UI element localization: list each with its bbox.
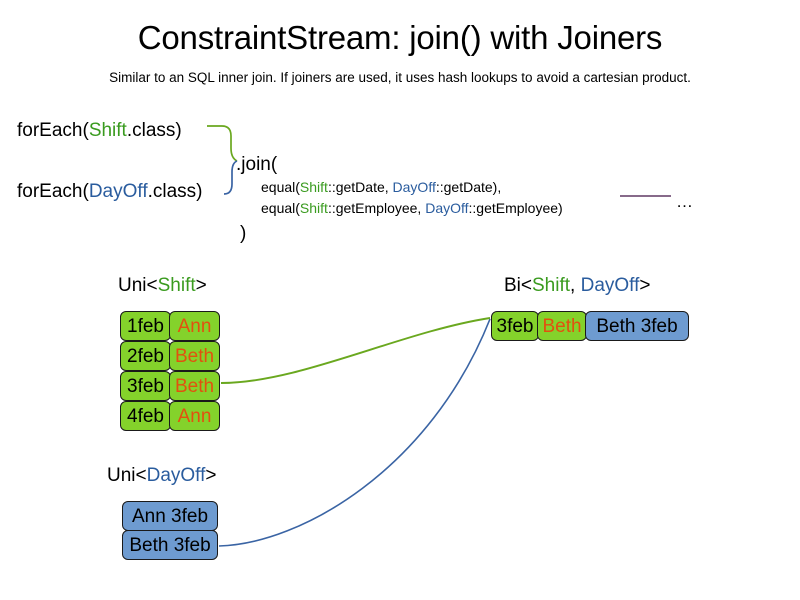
joiner-employee-right-type: DayOff [425, 200, 469, 216]
bi-row-date: 3feb [491, 311, 539, 341]
connector-dayoff-row-to-bi [218, 318, 491, 547]
shift-row-date: 4feb [120, 401, 171, 431]
page-title: ConstraintStream: join() with Joiners [137, 19, 663, 56]
code-line-joiner-employee: equal(Shift::getEmployee, DayOff::getEmp… [261, 201, 563, 215]
dayoff-row-value: Ann 3feb [122, 501, 218, 531]
joiner-employee-left-type: Shift [299, 200, 328, 216]
uni-shift-label: Uni<Shift> [118, 276, 207, 295]
joiner-date-left-ref: ::getDate, [327, 179, 393, 195]
table-row[interactable]: 3feb Beth [120, 371, 220, 401]
joiner-employee-left-ref: ::getEmployee, [327, 200, 426, 216]
bi-label: Bi<Shift, DayOff> [504, 276, 650, 295]
shift-row-employee: Ann [169, 401, 220, 431]
foreach-shift-prefix: forEach( [17, 120, 89, 141]
bi-row-dayoff: Beth 3feb [585, 311, 689, 341]
table-row[interactable]: 4feb Ann [120, 401, 220, 431]
shift-row-employee: Beth [169, 371, 220, 401]
ellipsis-label: … [676, 192, 693, 211]
code-line-foreach-dayoff: forEach(DayOff.class) [17, 182, 203, 201]
connector-shift-to-join [207, 125, 238, 162]
code-line-foreach-shift: forEach(Shift.class) [17, 121, 182, 140]
joiner-employee-call-open: equal( [261, 200, 300, 216]
table-row[interactable]: Ann 3feb [122, 501, 218, 531]
uni-dayoff-label-type: DayOff [146, 465, 206, 486]
joiner-date-right-type: DayOff [392, 179, 436, 195]
bi-row-employee: Beth [537, 311, 587, 341]
connector-shift-row-to-bi [220, 317, 491, 384]
bi-label-type-a: Shift [532, 275, 571, 296]
shift-row-employee: Ann [169, 311, 220, 341]
bi-label-suffix: > [639, 275, 651, 296]
uni-shift-label-type: Shift [157, 275, 196, 296]
foreach-shift-suffix: .class) [126, 120, 182, 141]
bi-label-type-b: DayOff [580, 275, 640, 296]
table-row[interactable]: 1feb Ann [120, 311, 220, 341]
joiner-employee-right-ref: ::getEmployee) [468, 200, 563, 216]
joiner-date-left-type: Shift [299, 179, 328, 195]
dayoff-row-value: Beth 3feb [122, 530, 218, 560]
foreach-shift-type: Shift [88, 120, 127, 141]
foreach-dayoff-type: DayOff [88, 181, 148, 202]
shift-row-date: 1feb [120, 311, 171, 341]
uni-dayoff-label-suffix: > [205, 465, 217, 486]
bi-label-separator: , [570, 275, 581, 296]
joiner-date-right-ref: ::getDate), [435, 179, 502, 195]
code-line-join-close: ) [240, 223, 247, 244]
foreach-dayoff-suffix: .class) [147, 181, 203, 202]
foreach-dayoff-prefix: forEach( [17, 181, 89, 202]
shift-row-date: 3feb [120, 371, 171, 401]
shift-row-employee: Beth [169, 341, 220, 371]
bi-label-prefix: Bi< [504, 275, 532, 296]
uni-shift-label-suffix: > [195, 275, 207, 296]
code-line-joiner-date: equal(Shift::getDate, DayOff::getDate), [261, 180, 501, 194]
shift-row-date: 2feb [120, 341, 171, 371]
uni-dayoff-label: Uni<DayOff> [107, 466, 217, 485]
table-row[interactable]: 2feb Beth [120, 341, 220, 371]
table-row[interactable]: Beth 3feb [122, 530, 218, 560]
code-line-join-open: .join( [236, 154, 278, 175]
table-row[interactable]: 3feb Beth Beth 3feb [491, 311, 689, 341]
joiner-date-call-open: equal( [261, 179, 300, 195]
page-subtitle: Similar to an SQL inner join. If joiners… [109, 70, 691, 85]
uni-shift-label-prefix: Uni< [118, 275, 158, 296]
uni-dayoff-label-prefix: Uni< [107, 465, 147, 486]
